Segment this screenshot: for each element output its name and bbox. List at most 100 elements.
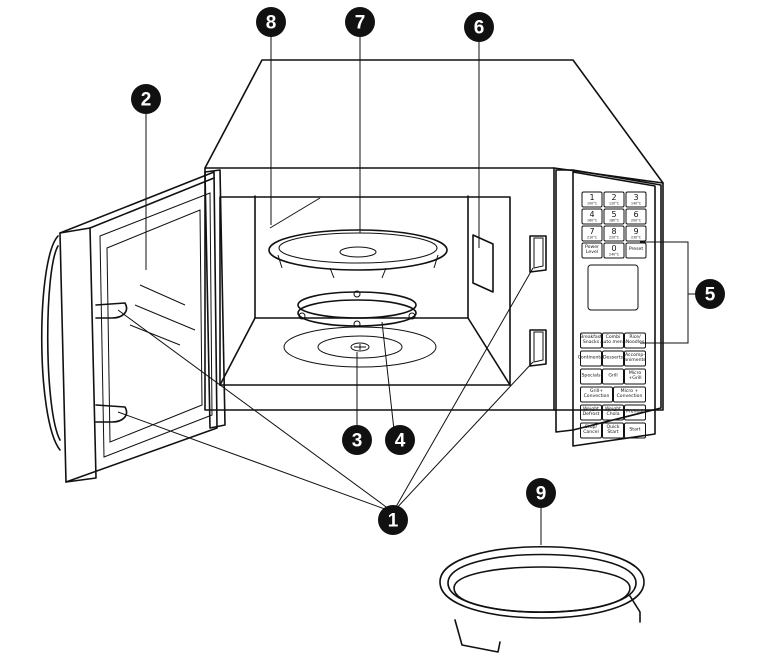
- callout-4-dot: [385, 425, 415, 455]
- function-key-9[interactable]: Grill+Convection: [580, 386, 613, 403]
- callout-5: 5: [695, 279, 725, 309]
- callout-2-dot: [131, 84, 161, 114]
- key-label: Convection: [617, 393, 643, 399]
- function-key-7[interactable]: Grill: [602, 368, 624, 385]
- key-border: [581, 191, 603, 208]
- callout-7-dot: [345, 7, 375, 37]
- function-key-4[interactable]: Desserts: [602, 350, 624, 367]
- key-border: [625, 208, 647, 225]
- key-label: Defrost: [583, 411, 600, 417]
- key-label: Level: [586, 249, 598, 255]
- key-border: [602, 422, 624, 439]
- key-temp: 200°C: [631, 219, 642, 223]
- callout-2: 2: [131, 84, 161, 114]
- callout-2-number: 2: [141, 90, 152, 111]
- callout-4-number: 4: [395, 431, 406, 452]
- callout-4: 4: [385, 425, 415, 455]
- key-border: [602, 332, 624, 349]
- key-border: [580, 422, 602, 439]
- key-border: [581, 208, 603, 225]
- callout-3-dot: [342, 425, 372, 455]
- keypad-key-11[interactable]: Preset: [625, 242, 647, 259]
- key-border: [624, 404, 646, 421]
- key-label: Combi: [606, 334, 621, 340]
- key-label: Auto menu: [600, 339, 625, 345]
- key-border: [624, 350, 646, 367]
- key-temp: 160°C: [587, 219, 598, 223]
- key-number: 7: [589, 227, 594, 236]
- key-label: animents: [624, 357, 646, 363]
- key-temp: 180°C: [609, 219, 620, 223]
- key-number: 2: [611, 193, 616, 202]
- function-key-6[interactable]: Specials: [580, 368, 602, 385]
- function-key-14[interactable]: Stop/Cancel: [580, 422, 602, 439]
- callout-6-dot: [464, 12, 494, 42]
- key-border: [603, 208, 625, 225]
- key-border: [580, 350, 602, 367]
- function-key-13[interactable]: Preheat: [624, 404, 646, 421]
- key-label: Breakfast: [580, 334, 602, 340]
- callout-5-dot: [695, 279, 725, 309]
- key-number: 0: [611, 244, 616, 253]
- key-temp: 240°C: [609, 253, 620, 257]
- key-label: Stop/: [585, 424, 597, 430]
- callout-9: 9: [526, 478, 556, 508]
- control-panel: 1100°C2120°C3140°C4160°C5180°C6200°C7210…: [555, 169, 662, 447]
- key-label: Noodles: [626, 339, 645, 345]
- key-border: [602, 404, 624, 421]
- key-label: Micro: [629, 370, 642, 376]
- key-label: Convection: [584, 393, 610, 399]
- key-border: [625, 242, 647, 259]
- key-label: Continental: [578, 355, 605, 361]
- key-number: 1: [589, 193, 594, 202]
- numeric-keypad: 1100°C2120°C3140°C4160°C5180°C6200°C7210…: [581, 191, 647, 259]
- key-number: 4: [589, 210, 594, 219]
- key-temp: 210°C: [587, 236, 598, 240]
- key-label: Accomp-: [625, 352, 645, 358]
- function-key-5[interactable]: Accomp-animents: [624, 350, 646, 367]
- function-key-16[interactable]: Start: [624, 422, 646, 439]
- leader-lines: [117, 27, 700, 545]
- key-border: [625, 225, 647, 242]
- key-number: 8: [611, 227, 616, 236]
- key-temp: 140°C: [631, 202, 642, 206]
- grill-rack: [268, 229, 448, 279]
- callout-7: 7: [345, 7, 375, 37]
- key-temp: 230°C: [631, 236, 642, 240]
- function-key-2[interactable]: Rice/Noodles: [624, 332, 646, 349]
- key-label: Preset: [629, 246, 644, 252]
- function-key-10[interactable]: Micro +Convection: [613, 386, 646, 403]
- key-label: Weight: [583, 406, 599, 412]
- key-border: [625, 191, 647, 208]
- function-key-3[interactable]: Continental: [578, 350, 605, 367]
- glass-turntable-tray: [439, 545, 645, 653]
- key-border: [603, 191, 625, 208]
- callout-6: 6: [464, 12, 494, 42]
- callout-3-number: 3: [352, 431, 363, 452]
- oven-cavity: [219, 195, 511, 386]
- key-label: Chola: [606, 411, 619, 417]
- key-label: Cancel: [583, 429, 599, 435]
- key-border: [603, 242, 625, 259]
- waveguide-cover: [472, 234, 494, 293]
- function-key-8[interactable]: Micro+Grill: [624, 368, 646, 385]
- key-border: [581, 225, 603, 242]
- callout-8-dot: [256, 7, 286, 37]
